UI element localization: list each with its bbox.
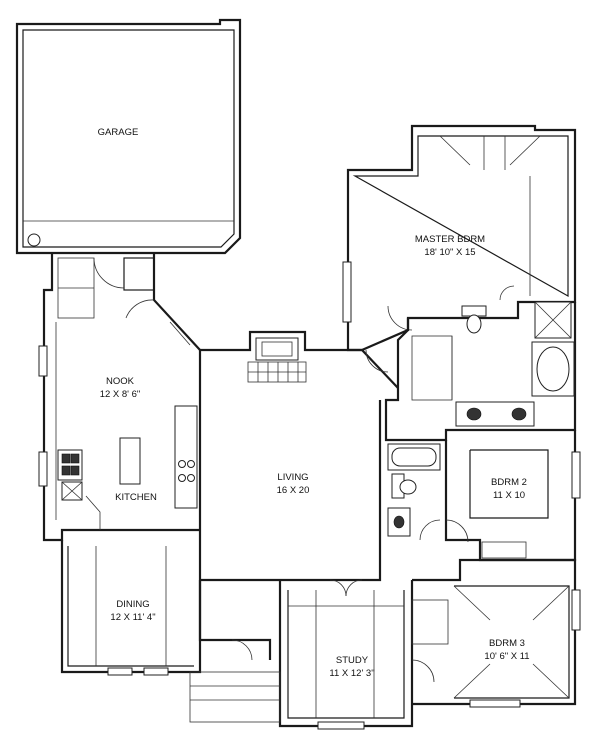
fireplace-icon [255, 337, 299, 361]
stove-burner-icon [187, 460, 195, 468]
entry-porch-area [189, 580, 281, 723]
bedroom-3-size: 10' 6" X 11 [484, 651, 529, 662]
kitchen-name: KITCHEN [115, 492, 157, 503]
bedroom-3-area [411, 558, 577, 706]
master-bedroom-size: 18' 10" X 15 [424, 247, 475, 258]
bedroom-2-area [444, 430, 577, 562]
toilet-icon [399, 479, 417, 495]
sink-icon [61, 465, 71, 476]
sink-icon [511, 407, 527, 421]
sink-icon [61, 453, 71, 464]
living-size: 16 X 20 [277, 485, 310, 496]
stove-burner-icon [178, 474, 186, 482]
laundry-area [42, 253, 201, 351]
bedroom-2-name: BDRM 2 [491, 477, 527, 488]
stove-burner-icon [187, 474, 195, 482]
bathtub-icon [536, 346, 570, 392]
study-name: STUDY [336, 655, 369, 666]
garage-name: GARAGE [98, 127, 139, 138]
windows [38, 261, 581, 730]
toilet-icon [466, 314, 482, 334]
sink-icon [70, 465, 80, 476]
study-area [278, 580, 414, 728]
living-area [198, 330, 399, 597]
hearth-tiles [247, 361, 307, 383]
master-bedroom-name: MASTER BDRM [415, 234, 485, 245]
study-size: 11 X 12' 3" [329, 668, 374, 679]
sink-icon [393, 515, 405, 529]
nook-name: NOOK [106, 376, 135, 387]
bedroom-3-name: BDRM 3 [489, 638, 525, 649]
dining-size: 12 X 11' 4" [110, 612, 155, 623]
bedroom-2-size: 11 X 10 [493, 490, 525, 501]
bathtub-icon [391, 447, 437, 467]
dining-name: DINING [116, 599, 149, 610]
sink-icon [70, 453, 80, 464]
stove-burner-icon [178, 460, 186, 468]
hall-bath-area [387, 443, 441, 541]
water-heater-icon [27, 233, 41, 247]
kitchen-area [42, 299, 200, 542]
kitchen-island-icon [119, 437, 141, 485]
living-name: LIVING [277, 472, 308, 483]
master-bath-area [384, 301, 577, 442]
nook-size: 12 X 8' 6" [100, 389, 141, 400]
sink-icon [466, 407, 482, 421]
